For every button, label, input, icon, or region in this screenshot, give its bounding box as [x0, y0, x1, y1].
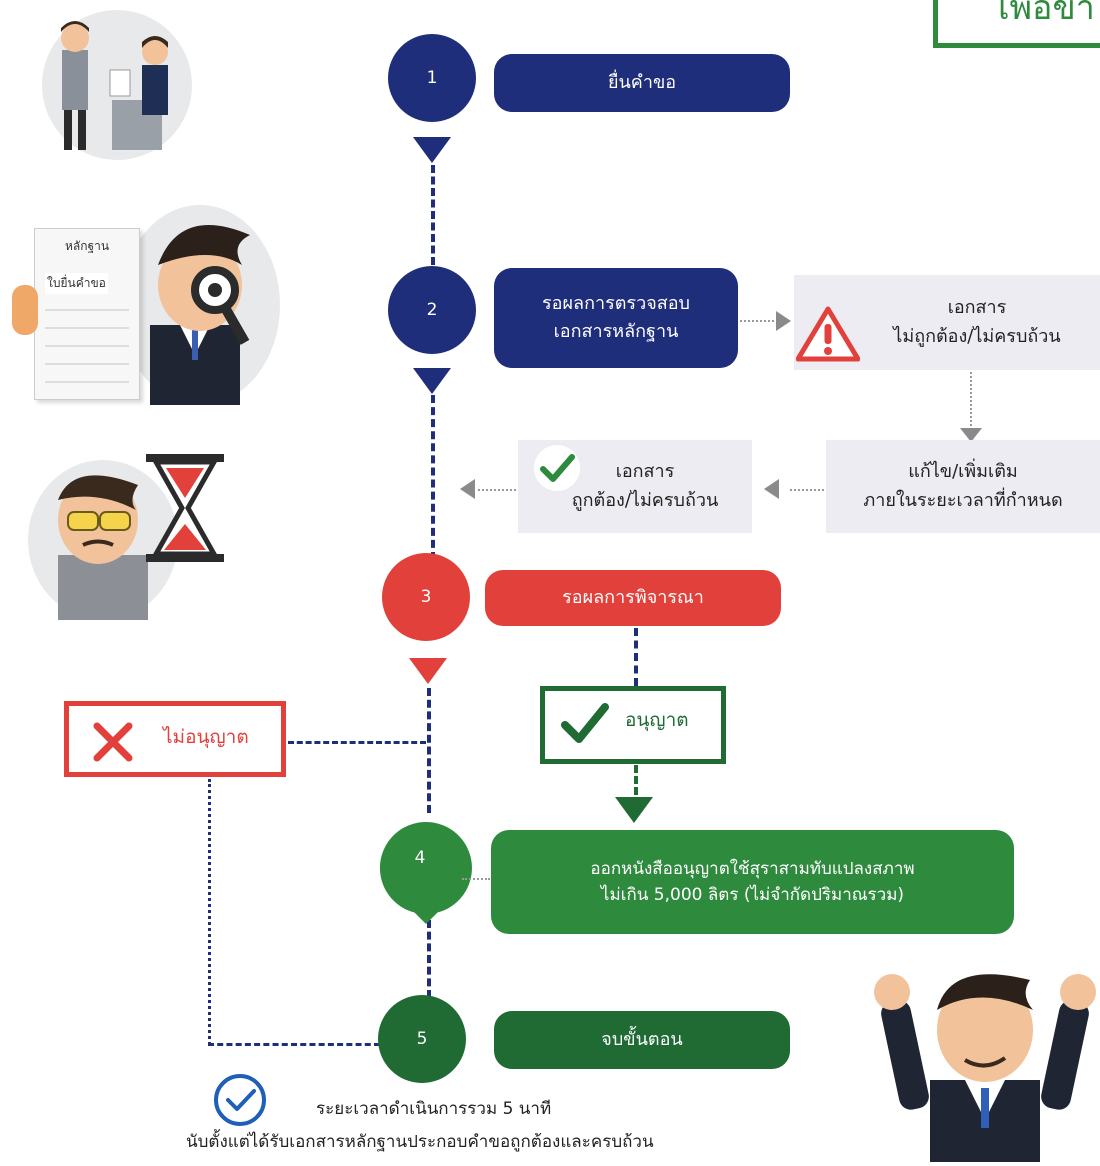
dotted-to-fix [970, 372, 972, 430]
step-5-number: 5 [416, 1029, 428, 1049]
evidence-document: หลักฐาน ใบยื่นคำขอ [34, 228, 140, 400]
illustration-complete [870, 960, 1100, 1162]
step-2-arrow [413, 368, 451, 394]
rejected-box: ไม่อนุญาต [64, 701, 286, 777]
step-4-label: ออกหนังสืออนุญาตใช้สุราสามทับแปลงสภาพ ไม… [491, 830, 1014, 934]
fix-box: แก้ไข/เพิ่มเติม ภายในระยะเวลาที่กำหนด [826, 440, 1100, 533]
dotted-4 [462, 878, 490, 880]
approved-label: อนุญาต [625, 709, 689, 731]
footer-line-1: ระยะเวลาดำเนินการรวม 5 นาที [316, 1099, 552, 1119]
arrow-to-invalid [776, 311, 791, 331]
dotted-to-invalid [740, 320, 778, 322]
dotted-fix-to-valid [790, 489, 824, 491]
step-5-label: จบขั้นตอน [494, 1011, 790, 1069]
illustration-submit [42, 10, 192, 160]
approved-arrow [615, 797, 653, 823]
arrow-to-valid [764, 479, 779, 499]
step-3-circle: 3 [382, 553, 470, 641]
dotted-valid-to-main [478, 489, 516, 491]
connector-3-approved [634, 628, 638, 686]
hourglass-icon [146, 454, 224, 562]
step-2-label: รอผลการตรวจสอบ เอกสารหลักฐาน [494, 268, 738, 368]
header-box: เพื่อขา [933, 0, 1100, 48]
arrow-valid-to-main [460, 479, 475, 499]
connector-2-3 [431, 395, 435, 560]
step-4-circle: 4 [376, 818, 476, 926]
rejected-x-icon [93, 722, 133, 762]
valid-check-icon [534, 445, 580, 491]
illustration-review [120, 205, 280, 405]
step-1-number: 1 [426, 68, 438, 88]
step-4-number: 4 [414, 848, 426, 868]
footer-line-2: นับตั้งแต่ได้รับเอกสารหลักฐานประกอบคำขอถ… [186, 1132, 654, 1152]
step-3-arrow [409, 658, 447, 684]
step-2-circle: 2 [388, 266, 476, 354]
illustration-waiting [28, 460, 178, 620]
step-1-label: ยื่นคำขอ [494, 54, 790, 112]
connector-main-to-rejected [288, 741, 426, 744]
step-3-label: รอผลการพิจารณา [485, 570, 781, 626]
connector-4-5 [427, 920, 431, 998]
warning-icon [795, 306, 861, 362]
evidence-document-title: หลักฐาน [65, 239, 110, 253]
connector-rejected-to-5 [208, 1043, 380, 1046]
evidence-document-subtitle: ใบยื่นคำขอ [45, 273, 108, 294]
connector-rejected-down [208, 779, 211, 1045]
header-title: เพื่อขา [998, 0, 1095, 28]
step-5-circle: 5 [378, 995, 466, 1083]
step-1-circle: 1 [388, 34, 476, 122]
connector-approved-4 [634, 765, 638, 795]
step-1-arrow [413, 137, 451, 163]
rejected-label: ไม่อนุญาต [163, 726, 249, 748]
clock-icon [212, 1072, 268, 1128]
connector-1-2 [431, 165, 435, 265]
approved-check-icon [561, 703, 609, 743]
approved-box: อนุญาต [540, 686, 726, 764]
step-2-number: 2 [426, 300, 438, 320]
step-3-number: 3 [420, 587, 432, 607]
arrow-to-fix [960, 428, 982, 442]
hand-thumb [12, 285, 38, 335]
connector-3-4 [427, 688, 431, 813]
